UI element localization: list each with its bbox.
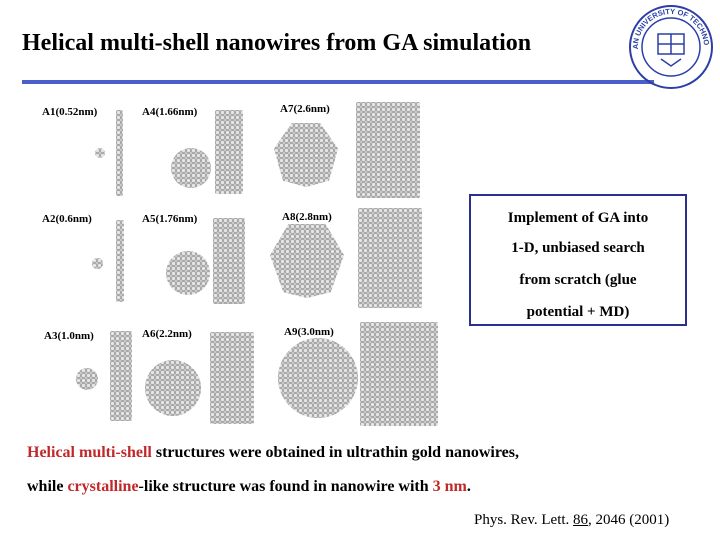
nanowire-side-view-a9 [360,322,438,426]
nanowire-cross-section-a5 [166,251,210,295]
nanowire-cross-section-a6 [145,360,201,416]
caption-line-2: while crystalline-like structure was fou… [27,478,471,496]
journal-reference: Phys. Rev. Lett. 86, 2046 (2001) [474,512,669,529]
caption-text: -like structure was found in nanowire wi… [138,478,433,495]
nanowire-cross-section-a8 [270,224,344,298]
panel-label-a5: A5(1.76nm) [142,213,198,225]
reference-journal: Phys. Rev. Lett. [474,512,574,528]
caption-highlight-3nm: 3 nm [432,478,467,495]
university-seal-icon: DALIAN UNIVERSITY OF TECHNOLOGY [628,4,713,89]
callout-line-4: potential + MD) [526,304,630,320]
nanowire-side-view-a2 [116,220,124,302]
nanowire-side-view-a3 [110,331,132,421]
panel-label-a8: A8(2.8nm) [282,211,332,223]
nanowire-side-view-a8 [358,208,422,308]
callout-line-2: 1-D, unbiased search [511,240,645,256]
nanowire-cross-section-a2 [92,258,103,269]
callout-line-1: Implement of GA into [507,210,649,226]
reference-volume: 86 [573,512,589,528]
nanowire-side-view-a5 [213,218,245,304]
panel-label-a7: A7(2.6nm) [280,103,330,115]
nanowire-cross-section-a7 [274,123,338,187]
nanowire-cross-section-a4 [171,148,211,188]
reference-pages-year: , 2046 (2001) [588,512,670,528]
panel-label-a1: A1(0.52nm) [42,106,98,118]
panel-label-a9: A9(3.0nm) [284,326,334,338]
caption-text: structures were obtained in ultrathin go… [151,444,520,461]
nanowire-cross-section-a3 [76,368,98,390]
nanowire-side-view-a6 [210,332,254,424]
nanowire-cross-section-a1 [95,148,105,158]
nanowire-side-view-a4 [215,110,243,194]
caption-highlight-helical: Helical multi-shell [27,444,152,461]
title-underline [22,80,654,84]
caption-text: while [27,478,68,495]
nanowire-figure: A1(0.52nm) A2(0.6nm) A3(1.0nm) A4(1.66nm… [38,98,440,428]
slide-title: Helical multi-shell nanowires from GA si… [22,30,532,56]
ga-method-callout: Implement of GA into 1-D, unbiased searc… [469,194,687,326]
panel-label-a6: A6(2.2nm) [142,328,192,340]
caption-line-1: Helical multi-shell structures were obta… [27,444,519,462]
nanowire-side-view-a7 [356,102,420,198]
caption-text: . [466,478,471,495]
nanowire-cross-section-a9 [278,338,358,418]
callout-line-3: from scratch (glue [519,272,637,288]
seal-text: DALIAN UNIVERSITY OF TECHNOLOGY [628,4,711,49]
panel-label-a2: A2(0.6nm) [42,213,92,225]
panel-label-a4: A4(1.66nm) [142,106,198,118]
panel-label-a3: A3(1.0nm) [44,330,94,342]
nanowire-side-view-a1 [116,110,123,196]
svg-text:DALIAN UNIVERSITY OF TECHNOLOG: DALIAN UNIVERSITY OF TECHNOLOGY [628,4,711,49]
caption-highlight-crystalline: crystalline [67,478,139,495]
